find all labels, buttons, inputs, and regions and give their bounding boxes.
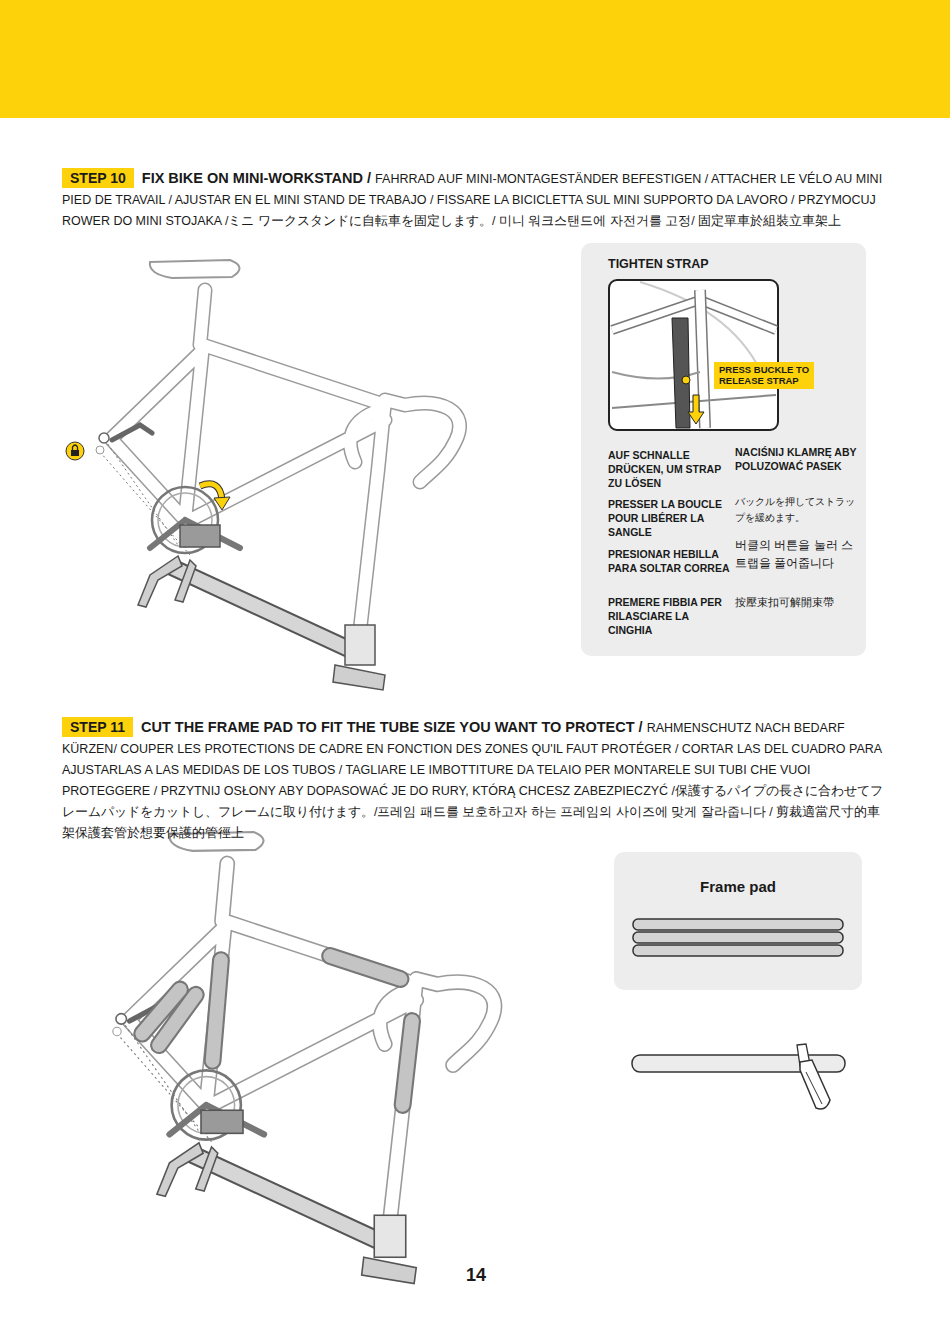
callout-box: PRESS BUCKLE TO RELEASE STRAP	[714, 362, 814, 389]
art-circle	[682, 376, 690, 384]
node-text: AUF SCHNALLE DRÜCKEN, UM STRAP ZU LÖSEN	[608, 448, 732, 490]
node-text: NACIŚNIJ KLAMRĘ ABY POLUZOWAĆ PASEK	[735, 445, 857, 473]
node-text: STEP 10	[70, 170, 126, 186]
step-tag: STEP 11	[62, 717, 133, 737]
art-path	[700, 290, 705, 428]
node-text: PRESIONAR HEBILLA PARA SOLTAR CORREA	[608, 547, 732, 575]
art-rect	[614, 852, 862, 990]
art-path	[73, 445, 78, 450]
node-text: STEP 11	[70, 719, 125, 735]
node-text: TIGHTEN STRAP	[608, 257, 838, 271]
step-tag: STEP 10	[62, 168, 134, 188]
art-path	[142, 956, 412, 1105]
node-text: PREMERE FIBBIA PER RILASCIARE LA CINGHIA	[608, 595, 732, 637]
instruction-panel: TIGHTEN STRAP AUF SCHNALLE DRÜCKEN, UM ST…	[581, 243, 866, 656]
art-rect	[633, 945, 843, 956]
art-path	[214, 497, 230, 510]
art-rect	[633, 919, 843, 930]
step-title: FIX BIKE ON MINI-WORKSTAND /	[142, 170, 371, 186]
node-text: 按壓束扣可解開束帶	[735, 595, 857, 609]
node-text: PRESSER LA BOUCLE POUR LIBÉRER LA SANGLE	[608, 497, 732, 539]
node-text: PRESS BUCKLE TO RELEASE STRAP	[719, 364, 811, 386]
step-heading: STEP 10FIX BIKE ON MINI-WORKSTAND /FAHRR…	[62, 168, 890, 231]
art-rect	[71, 450, 79, 456]
node-text: バックルを押してストラップを緩めます。	[735, 494, 857, 526]
art-rect	[609, 280, 778, 430]
art-path	[612, 300, 776, 330]
art-rect	[581, 243, 866, 656]
art-use	[96, 260, 460, 690]
art-path	[142, 956, 412, 1105]
art-g	[142, 956, 412, 1105]
art-circle	[66, 442, 84, 460]
step-title: CUT THE FRAME PAD TO FIT THE TUBE SIZE Y…	[141, 719, 643, 735]
node-text: Frame pad	[614, 878, 862, 895]
art-path	[800, 1060, 830, 1109]
art-path	[612, 300, 776, 330]
step-heading: STEP 11 CUT THE FRAME PAD TO FIT THE TUBE…	[62, 717, 890, 843]
parts-panel: Frame pad	[614, 852, 862, 912]
art-rect	[633, 932, 843, 943]
node-text: 버클의 버튼을 눌러 스트랩을 풀어줍니다	[735, 536, 859, 572]
art-g	[113, 832, 495, 1284]
art-use	[113, 832, 495, 1284]
art-path	[688, 395, 704, 424]
art-path	[806, 1072, 822, 1104]
step-text: RAHMENSCHUTZ NACH BEDARF KÜRZEN/ COUPER …	[62, 721, 883, 840]
art-rect	[0, 0, 950, 118]
art-path	[700, 290, 705, 428]
page-number: 14	[446, 1265, 506, 1286]
